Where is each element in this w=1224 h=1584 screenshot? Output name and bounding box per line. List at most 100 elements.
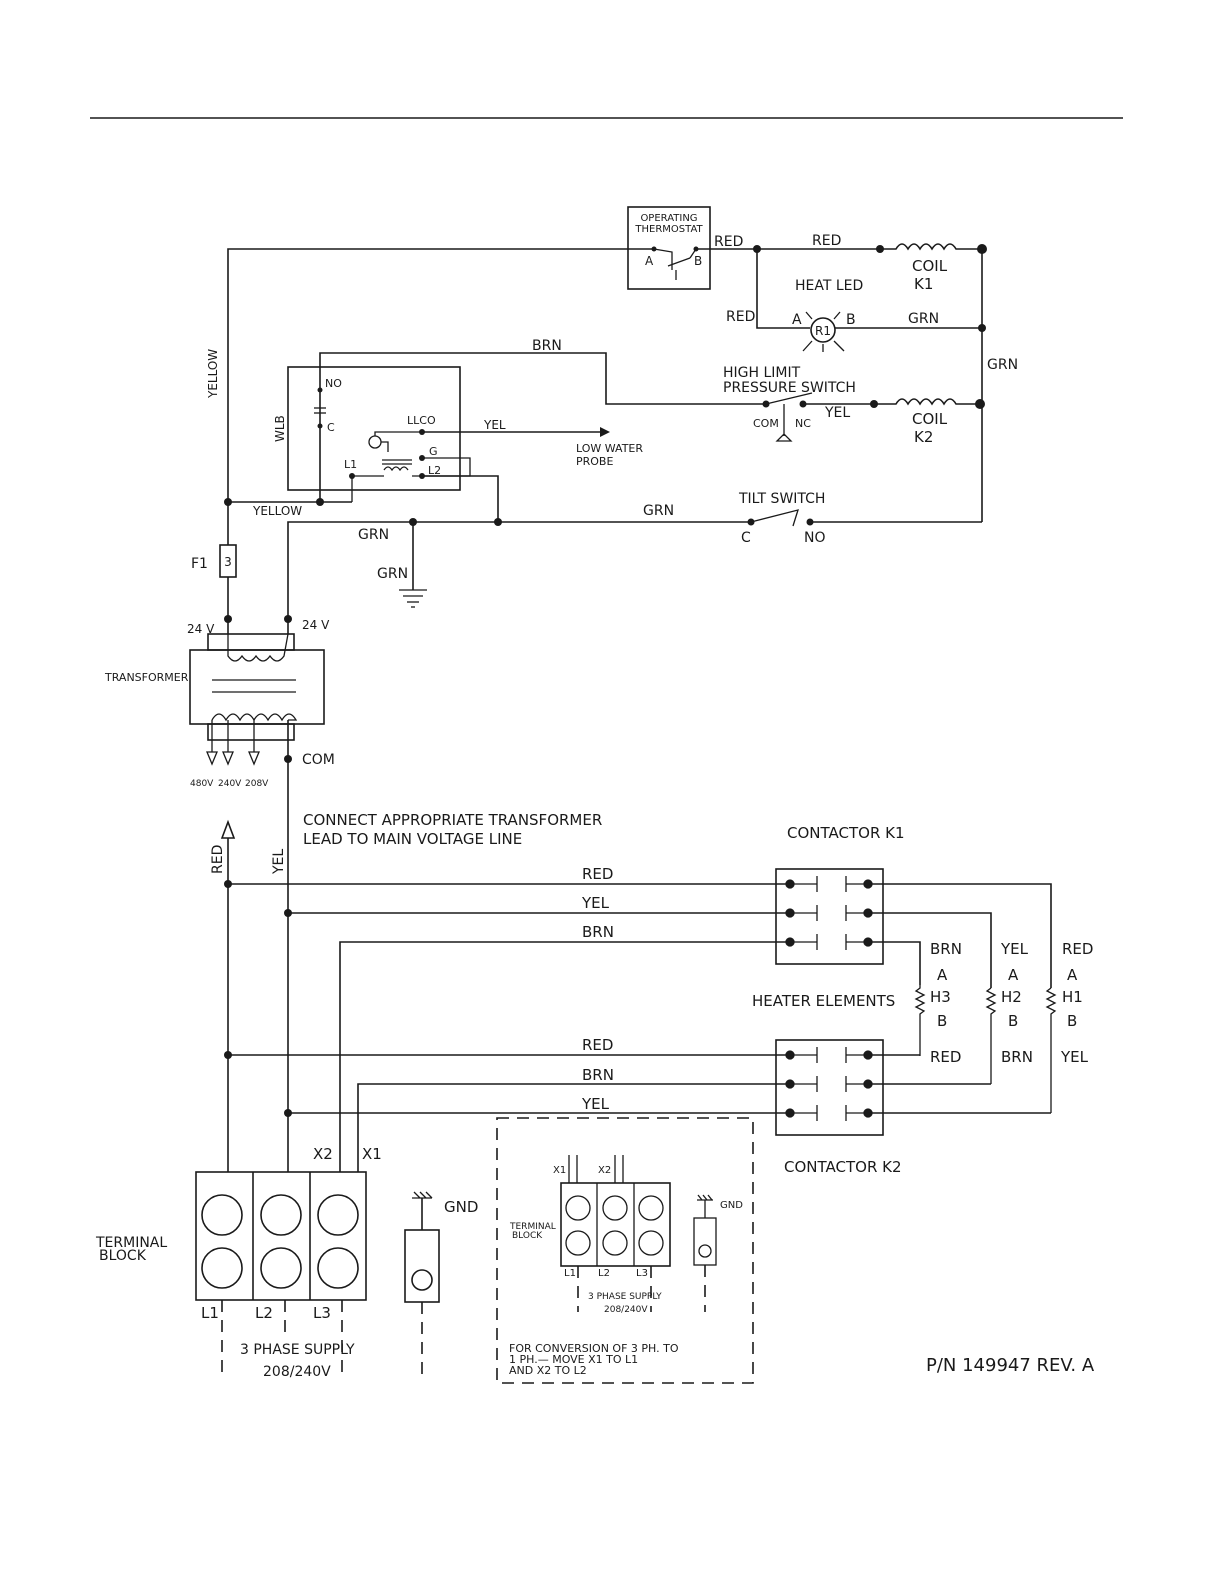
tilt-switch-label: TILT SWITCH (738, 491, 825, 507)
k1-red-label: RED (582, 865, 613, 883)
pressure-switch-com: COM (753, 417, 779, 430)
h2-top-wire-label: YEL (1000, 940, 1029, 958)
gnd-label: GND (444, 1198, 478, 1216)
x2-label: X2 (313, 1145, 333, 1163)
wlb-module (287, 366, 461, 491)
yellow-wire-label-bottom: YELLOW (252, 504, 302, 518)
h3-label: H3 (930, 988, 951, 1006)
contactor-k1-label: CONTACTOR K1 (787, 824, 905, 842)
transformer (189, 649, 325, 725)
thermostat-terminal-b: B (694, 254, 702, 268)
transformer-com: COM (302, 752, 335, 768)
tap-240v: 240V (218, 779, 242, 789)
operating-thermostat-label-2: THERMOSTAT (634, 224, 703, 235)
tilt-switch-no: NO (804, 530, 826, 546)
tap-208v: 208V (245, 779, 269, 789)
wlb-llco: LLCO (407, 414, 436, 427)
h3-a: A (937, 966, 948, 984)
ground-lug (404, 1229, 440, 1303)
grn-wire-label-led: GRN (908, 311, 939, 327)
power-circuit: CONNECT APPROPRIATE TRANSFORMER LEAD TO … (95, 811, 1095, 1384)
inset-l3: L3 (636, 1268, 648, 1279)
connect-note-2: LEAD TO MAIN VOLTAGE LINE (303, 830, 522, 848)
k1-yel-label: YEL (581, 894, 610, 912)
terminal-l2: L2 (255, 1304, 273, 1322)
k2-brn-label: BRN (582, 1066, 614, 1084)
inset-x2: X2 (598, 1165, 611, 1176)
h3-b: B (937, 1012, 947, 1030)
part-number: P/N 149947 REV. A (926, 1355, 1095, 1376)
fuse-f1-label: F1 (191, 556, 208, 572)
terminal-l3: L3 (313, 1304, 331, 1322)
heater-elements-label: HEATER ELEMENTS (752, 992, 895, 1010)
contactor-k2 (775, 1039, 884, 1136)
tilt-switch-c: C (741, 530, 751, 546)
yellow-wire-label: YELLOW (206, 349, 220, 399)
phase-supply-label-2: 208/240V (263, 1364, 331, 1380)
heat-led-label: HEAT LED (795, 278, 863, 294)
inset-gnd-label: GND (720, 1200, 743, 1211)
transformer-24v-left: 24 V (187, 622, 215, 636)
red-wire-label-2: RED (812, 233, 841, 249)
brn-wire-label: BRN (532, 338, 562, 354)
heat-led-r1-label: R1 (815, 324, 831, 338)
k2-yel-label: YEL (581, 1095, 610, 1113)
low-water-probe-label-1: LOW WATER (576, 442, 643, 455)
coil-k1-id: K1 (914, 275, 933, 293)
terminal-block (195, 1171, 367, 1301)
operating-thermostat (627, 206, 711, 290)
wlb-no: NO (325, 377, 342, 390)
terminal-l1: L1 (201, 1304, 219, 1322)
grn-wire-label-left: GRN (358, 527, 389, 543)
operating-thermostat-label-1: OPERATING (640, 213, 697, 224)
h2-bottom-wire-label: BRN (1001, 1048, 1033, 1066)
inset-l1: L1 (564, 1268, 576, 1279)
inset-terminal-label-2: BLOCK (512, 1231, 543, 1241)
h1-top-wire-label: RED (1062, 940, 1093, 958)
h1-label: H1 (1062, 988, 1083, 1006)
control-circuit: OPERATING THERMOSTAT A B YELLOW RED RED … (104, 206, 1018, 1172)
terminal-block-label-2: BLOCK (99, 1248, 147, 1264)
h1-bottom-wire-label: YEL (1060, 1048, 1089, 1066)
k2-red-label: RED (582, 1036, 613, 1054)
coil-k1 (880, 243, 982, 251)
red-vertical-label: RED (210, 845, 226, 874)
inset-terminal-label-1: TERMINAL (509, 1222, 556, 1232)
pressure-switch-nc: NC (795, 417, 811, 430)
inset-supply-label-2: 208/240V (604, 1305, 648, 1315)
terminal-block-label-1: TERMINAL (95, 1235, 167, 1251)
coil-k1-label: COIL (912, 257, 948, 275)
yel-vertical-label: YEL (271, 849, 287, 875)
heater-h1 (1045, 987, 1057, 1113)
heat-led-a: A (792, 312, 802, 328)
red-wire-label-1: RED (714, 234, 743, 250)
conversion-note-1: FOR CONVERSION OF 3 PH. TO (509, 1342, 679, 1355)
coil-k2-id: K2 (914, 428, 933, 446)
h2-b: B (1008, 1012, 1018, 1030)
inset-l2: L2 (598, 1268, 610, 1279)
phase-supply-label-1: 3 PHASE SUPPLY (240, 1342, 355, 1358)
ground-symbol (399, 589, 427, 608)
high-limit-label-2: PRESSURE SWITCH (723, 380, 856, 396)
wlb-label: WLB (273, 415, 287, 442)
h1-a: A (1067, 966, 1078, 984)
yel-probe-label: YEL (483, 418, 506, 432)
grn-ground-label: GRN (377, 566, 408, 582)
heat-led-b: B (846, 312, 856, 328)
inset-x1: X1 (553, 1165, 566, 1176)
low-water-probe-label-2: PROBE (576, 455, 613, 468)
heater-h3 (914, 985, 926, 1056)
inset-supply-label-1: 3 PHASE SUPPLY (588, 1292, 662, 1302)
h2-a: A (1008, 966, 1019, 984)
thermostat-terminal-a: A (645, 254, 654, 268)
k1-brn-label: BRN (582, 923, 614, 941)
x1-label: X1 (362, 1145, 382, 1163)
coil-k2-label: COIL (912, 410, 948, 428)
heat-led-r1 (810, 317, 836, 343)
h1-b: B (1067, 1012, 1077, 1030)
conversion-note-2: 1 PH.— MOVE X1 TO L1 (509, 1353, 638, 1366)
fuse-rating: 3 (224, 555, 232, 569)
wlb-g: G (429, 445, 438, 458)
h3-bottom-wire-label: RED (930, 1048, 961, 1066)
